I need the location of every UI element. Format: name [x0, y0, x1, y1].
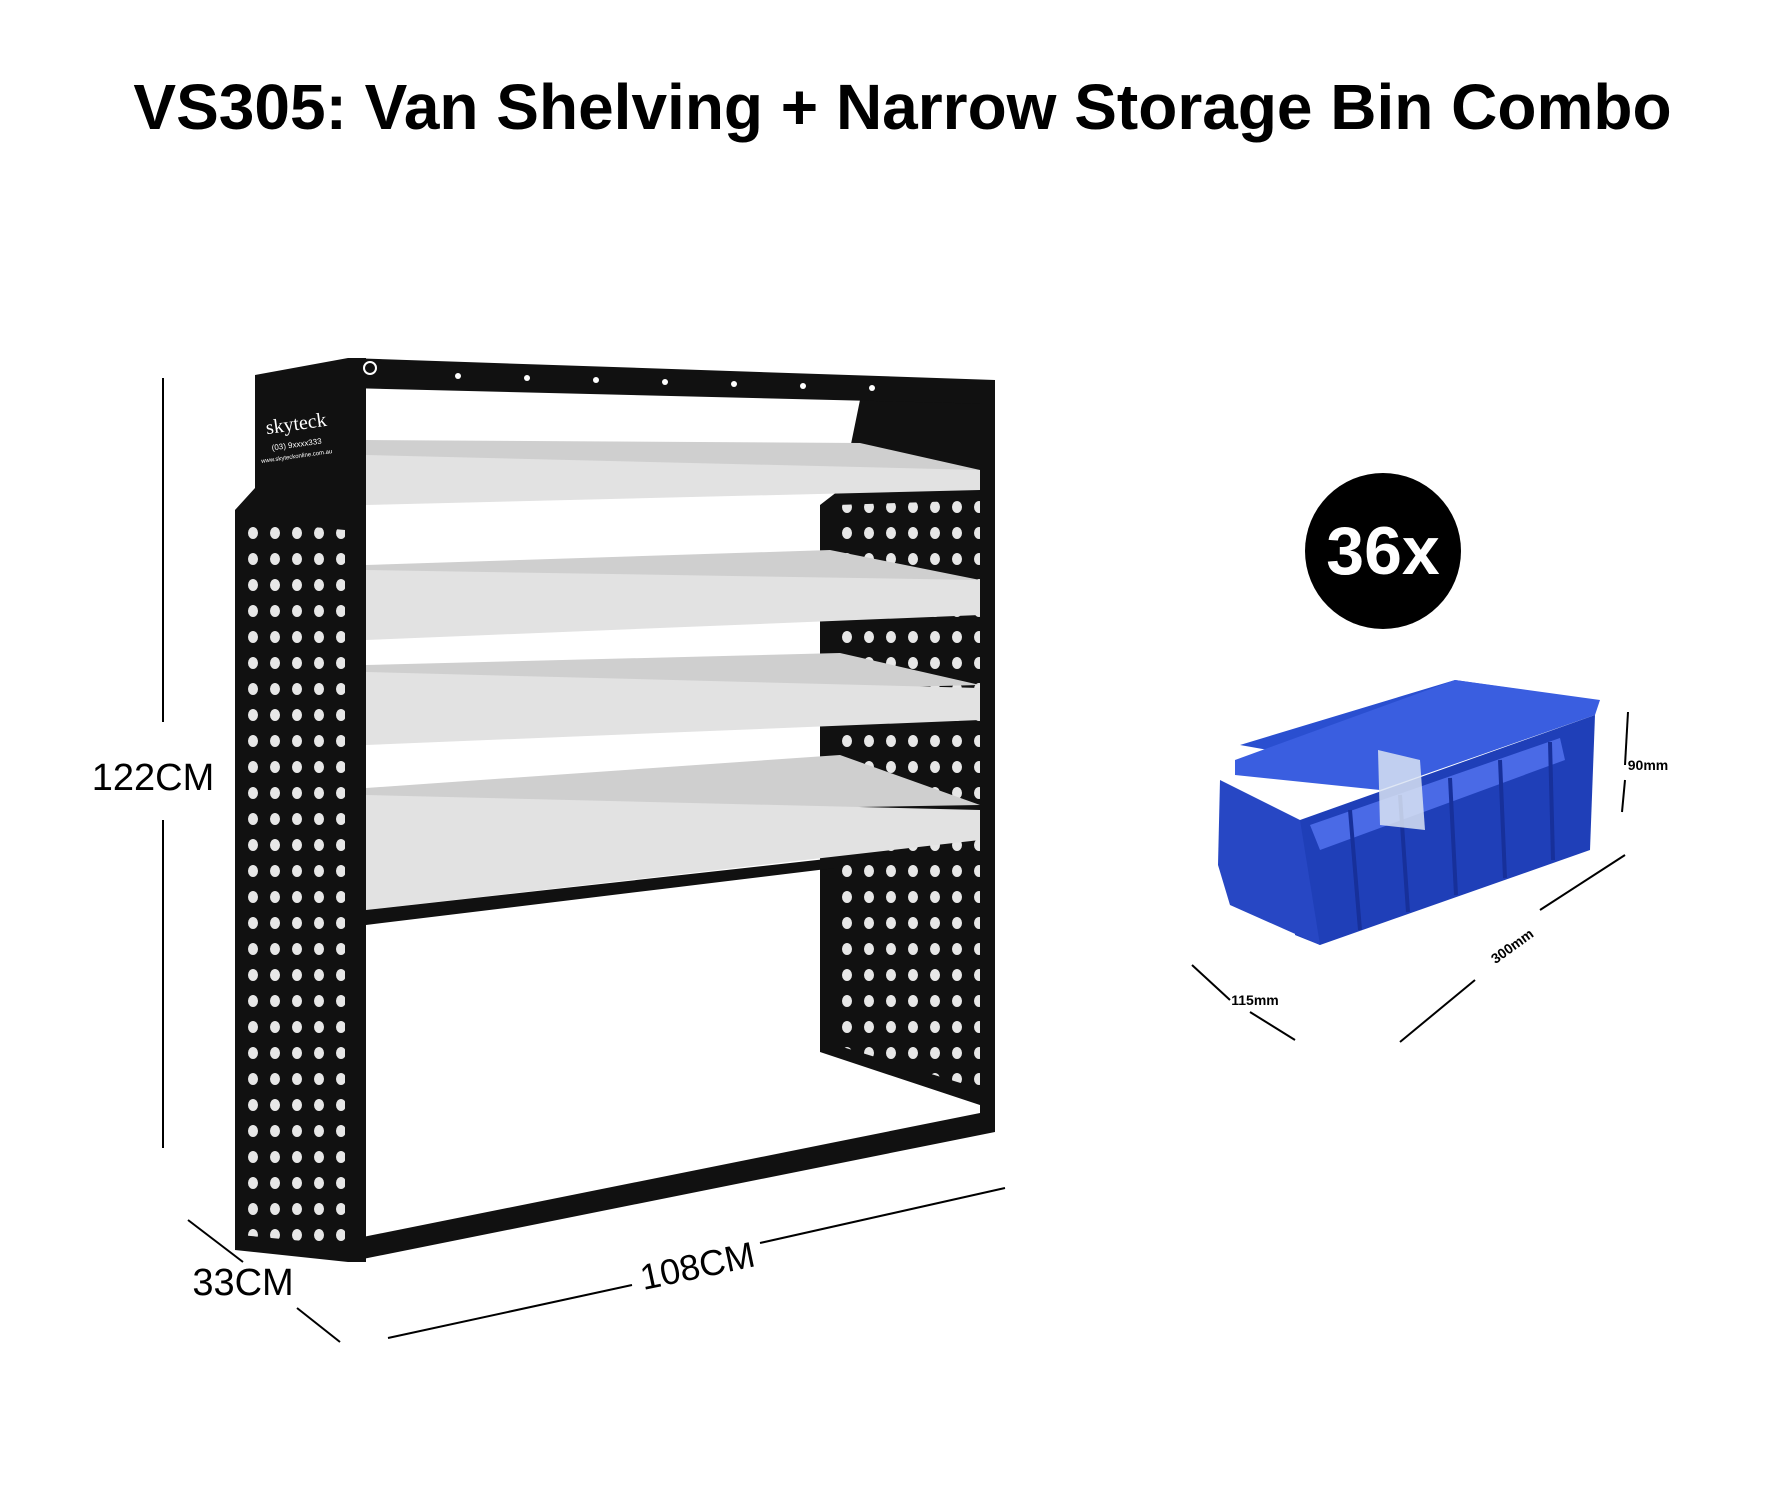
- shelf-4: [366, 755, 980, 910]
- width-dimension-label: 108CM: [636, 1234, 758, 1298]
- shelf-2: [366, 550, 980, 640]
- bin-length-label: 300mm: [1488, 925, 1536, 966]
- height-dimension-label: 122CM: [92, 757, 215, 799]
- shelving-dimension-lines: [162, 378, 1006, 1343]
- bin-dimension-lines: [1191, 711, 1629, 1043]
- quantity-badge: 36x: [1305, 473, 1461, 629]
- bin-height-label: 90mm: [1628, 757, 1668, 773]
- front-upright-right: [980, 380, 995, 1132]
- bottom-rail: [348, 1110, 995, 1262]
- front-upright-left: [348, 358, 366, 1262]
- depth-dimension-label: 33CM: [192, 1262, 293, 1304]
- page-title: VS305: Van Shelving + Narrow Storage Bin…: [133, 71, 1672, 143]
- shelf-1: [366, 440, 980, 505]
- top-rail: [348, 358, 995, 404]
- storage-bin: [1218, 680, 1600, 945]
- shelf-3: [366, 653, 980, 745]
- van-shelving-unit: skyteck (03) 9xxxx333 www.skyteckonline.…: [235, 358, 995, 1262]
- bin-width-label: 115mm: [1231, 992, 1278, 1008]
